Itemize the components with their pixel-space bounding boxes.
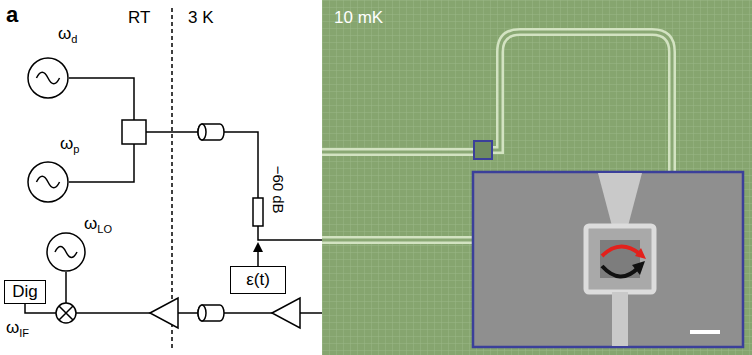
signal-source: ωp xyxy=(27,161,69,203)
box-label: ε(t) xyxy=(246,270,270,290)
mixer-symbol xyxy=(56,303,76,323)
attenuation-label: −60 dB xyxy=(269,166,286,214)
temperature-divider xyxy=(171,8,173,348)
box-label: Dig xyxy=(12,282,38,302)
wire xyxy=(300,312,322,314)
inset-image xyxy=(598,173,642,226)
subscript: p xyxy=(73,143,79,155)
frequency-label: ωLO xyxy=(84,214,112,236)
combiner-box xyxy=(122,120,146,144)
wire xyxy=(178,312,198,314)
attenuator-resistor xyxy=(253,198,263,226)
inset-image xyxy=(600,240,640,278)
sine-symbol xyxy=(36,72,59,84)
symbol-base: ω xyxy=(58,24,71,43)
schematic-wiring xyxy=(25,8,322,348)
frequency-label: ωd xyxy=(58,24,77,46)
wire xyxy=(224,312,272,314)
subscript: d xyxy=(71,33,77,45)
coax-cylinder-end xyxy=(198,305,206,321)
current-arrow-red xyxy=(602,246,640,256)
sine-symbol xyxy=(36,176,59,188)
scale-bar xyxy=(690,330,720,334)
wire xyxy=(258,226,322,240)
current-arrow-black xyxy=(602,266,638,277)
inset-image xyxy=(586,226,654,292)
inset-image xyxy=(473,172,743,347)
panel-letter: a xyxy=(6,2,18,27)
coax-cylinder xyxy=(198,305,224,321)
waveguide-outline xyxy=(322,148,474,156)
waveguide-center xyxy=(322,151,474,154)
sine-symbol xyxy=(55,247,77,258)
arrowhead-red xyxy=(635,248,646,259)
symbol-base: ω xyxy=(6,318,19,337)
flux-arrowhead xyxy=(253,242,263,252)
waveguide-outline xyxy=(322,236,473,244)
source-circle xyxy=(27,161,69,203)
inset-image xyxy=(473,172,743,347)
waveguide-outline xyxy=(492,32,672,172)
source-circle xyxy=(27,57,69,99)
source-circle xyxy=(47,233,85,271)
stage-label: 3 K xyxy=(188,8,214,28)
chip-micrograph xyxy=(322,0,752,355)
stage-label: RT xyxy=(128,8,150,28)
symbol-base: ω xyxy=(60,134,73,153)
wire xyxy=(146,131,198,133)
coax-cylinder xyxy=(198,124,224,140)
flux-arrow-line xyxy=(257,251,259,266)
signal-source: ωd xyxy=(27,57,69,99)
signal-label: ωIF xyxy=(6,318,29,340)
inset-image xyxy=(612,292,628,346)
frequency-label: ωp xyxy=(60,134,79,156)
wire xyxy=(65,272,67,303)
coax-cylinder-end xyxy=(198,124,206,140)
wire xyxy=(76,312,150,314)
flux-drive-box: ε(t) xyxy=(230,266,286,294)
wire xyxy=(224,132,258,198)
wire xyxy=(69,78,134,120)
subscript: LO xyxy=(97,223,112,235)
symbol-base: ω xyxy=(84,214,97,233)
digitizer-box: Dig xyxy=(4,280,46,304)
amplifier-symbol xyxy=(272,298,300,328)
waveguide-center xyxy=(322,239,473,242)
source-circle xyxy=(46,232,86,272)
waveguide-center xyxy=(492,32,672,172)
source-circle xyxy=(28,58,68,98)
signal-source: ωLO xyxy=(46,232,86,272)
qubit-marker xyxy=(474,141,492,159)
mixer-cross xyxy=(59,306,73,320)
chip-micrograph xyxy=(322,0,752,355)
amplifier-symbol xyxy=(150,298,178,328)
stage-label: 10 mK xyxy=(334,8,383,28)
source-circle xyxy=(28,162,68,202)
subscript: IF xyxy=(19,327,29,339)
arrowhead-black xyxy=(632,261,645,275)
